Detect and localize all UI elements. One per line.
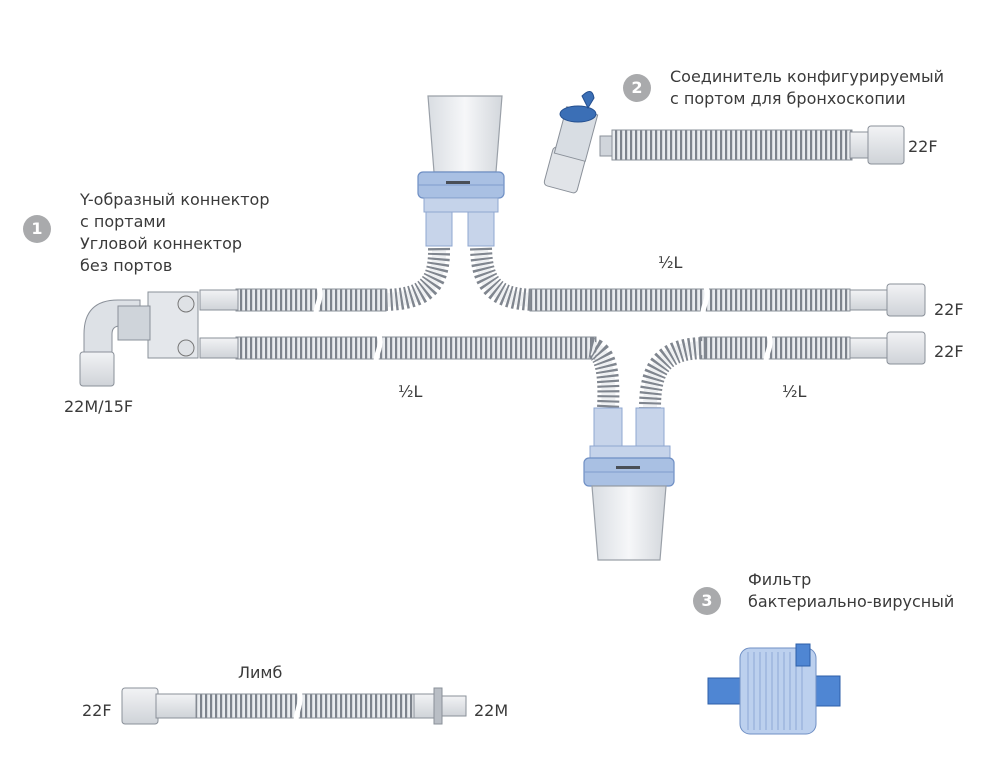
configurable-connector [543,91,905,194]
item2-line2: с портом для бронхоскопии [670,89,906,108]
item2-line1: Соединитель конфигурируемый [670,67,945,86]
label-limb-22f: 22F [82,701,112,720]
label-22f-upper: 22F [934,300,964,319]
upper-y-connector [417,95,505,247]
bacterial-viral-filter [707,643,841,735]
label-22f-top: 22F [908,137,938,156]
limb-hose [121,685,467,735]
angle-connector [79,289,239,387]
label-22m-15f: 22M/15F [64,397,134,416]
item3-line1: Фильтр [748,570,812,589]
label-half-l-left: ½L [398,382,423,401]
item1-line4: без портов [80,256,173,275]
item1-line2: с портами [80,212,166,231]
label-22f-lower: 22F [934,342,964,361]
lower-y-connector [583,407,675,561]
badge-1: 1 [23,215,51,243]
item1-line3: Угловой коннектор [80,234,243,253]
item3-line2: бактериально-вирусный [748,592,955,611]
label-limb-22m: 22M [474,701,509,720]
badge-3: 3 [693,587,721,615]
label-limb: Лимб [238,663,283,682]
label-half-l-upper: ½L [658,253,683,272]
label-half-l-right: ½L [782,382,807,401]
badge-2: 2 [623,74,651,102]
item1-line1: Y-образный коннектор [80,190,270,209]
